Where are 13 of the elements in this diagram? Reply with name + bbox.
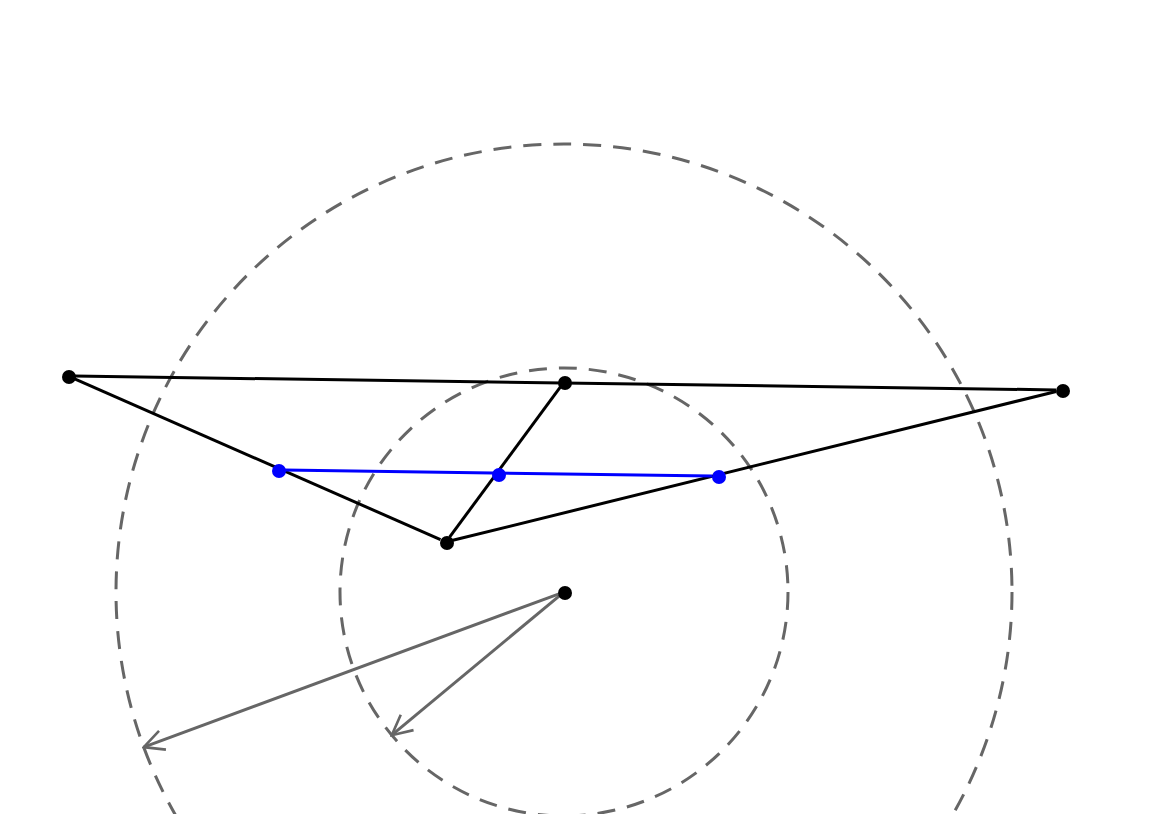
point bbox=[1055, 383, 1069, 397]
line-segment bbox=[73, 374, 1057, 392]
line-segment bbox=[451, 390, 1057, 542]
line-segment bbox=[72, 377, 442, 541]
point bbox=[557, 585, 571, 599]
point bbox=[271, 463, 285, 477]
line-segment bbox=[448, 385, 562, 539]
point bbox=[491, 467, 505, 481]
point bbox=[557, 375, 571, 389]
point bbox=[61, 369, 75, 383]
point bbox=[711, 469, 725, 483]
line-segment bbox=[284, 468, 712, 478]
point bbox=[439, 535, 453, 549]
